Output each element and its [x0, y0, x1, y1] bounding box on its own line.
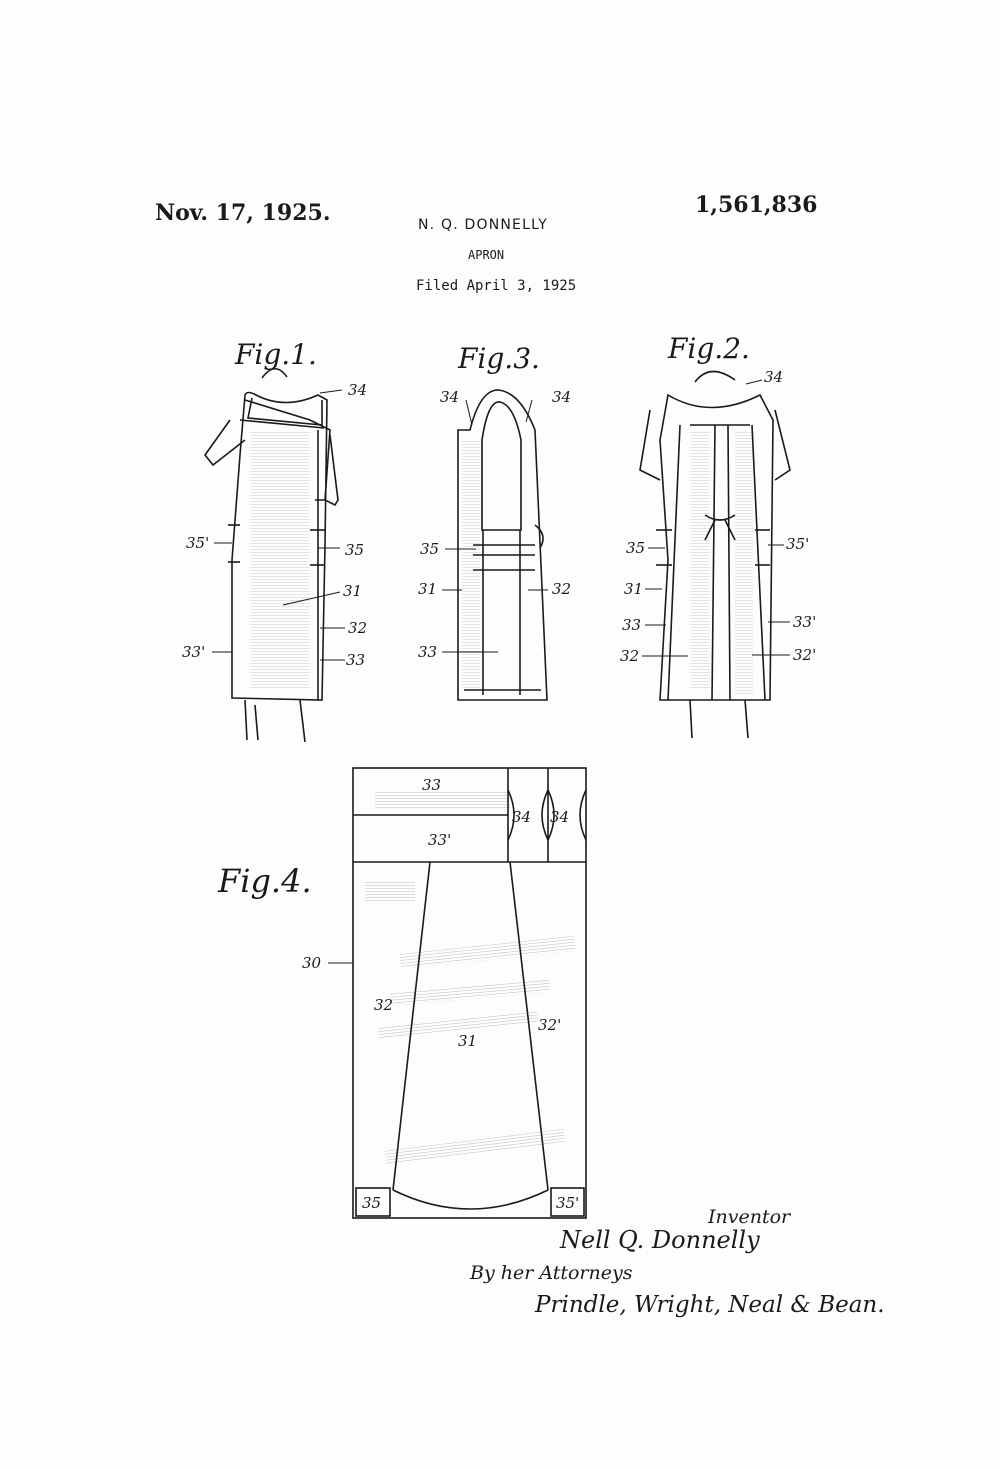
ref-35-fig1: 35	[345, 541, 364, 559]
ref-33p-fig2: 33'	[793, 613, 816, 631]
ref-33p-fig1: 33'	[182, 643, 205, 661]
ref-32p-fig2: 32'	[793, 646, 816, 664]
ref-34a-fig4: 34	[512, 808, 531, 826]
ref-33-fig2: 33	[622, 616, 641, 634]
ref-30-fig4: 30	[302, 954, 322, 972]
ref-33-fig1: 33	[346, 651, 365, 669]
ref-35-fig3: 35	[420, 540, 439, 558]
inventor-name: N. Q. DONNELLY	[418, 217, 548, 233]
ref-31-fig4: 31	[458, 1032, 477, 1050]
ref-33-fig3: 33	[418, 643, 437, 661]
ref-33-fig4: 33	[422, 776, 441, 794]
fig1-drawing	[203, 367, 339, 743]
ref-35-fig4: 35	[362, 1194, 381, 1212]
ref-32-fig1: 32	[348, 619, 367, 637]
ref-32-fig2: 32	[620, 647, 639, 665]
ref-35p-fig1: 35'	[186, 534, 209, 552]
by-attorneys-label: By her Attorneys	[470, 1262, 633, 1284]
ref-34b-fig4: 34	[550, 808, 569, 826]
ref-31-fig2: 31	[624, 580, 643, 598]
ref-33p-fig4: 33'	[428, 831, 451, 849]
fig1-label: Fig.1.	[235, 338, 317, 371]
ref-34-fig2: 34	[764, 368, 783, 386]
inventor-signature: Nell Q. Donnelly	[560, 1226, 760, 1254]
ref-31-fig1: 31	[343, 582, 362, 600]
ref-34b-fig3: 34	[552, 388, 571, 406]
ref-35p-fig4: 35'	[556, 1194, 579, 1212]
ref-34-fig1: 34	[348, 381, 367, 399]
ref-32-fig3: 32	[552, 580, 571, 598]
fig4-label: Fig.4.	[218, 862, 312, 900]
filing-date: Filed April 3, 1925	[416, 278, 577, 294]
fig2-label: Fig.2.	[668, 332, 750, 365]
patent-title: APRON	[468, 248, 505, 262]
ref-32-fig4: 32	[374, 996, 393, 1014]
fig3-drawing	[457, 389, 548, 701]
ref-32p-fig4: 32'	[538, 1016, 561, 1034]
fig2-drawing	[639, 370, 791, 739]
ref-35p-fig2: 35'	[786, 535, 809, 553]
ref-34a-fig3: 34	[440, 388, 459, 406]
attorneys-signature: Prindle, Wright, Neal & Bean.	[535, 1292, 885, 1318]
fig4-hatching	[365, 790, 576, 1165]
ref-35-fig2: 35	[626, 539, 645, 557]
inventor-label: Inventor	[708, 1206, 791, 1228]
ref-31-fig3: 31	[418, 580, 437, 598]
patent-number: 1,561,836	[695, 192, 818, 218]
fig3-label: Fig.3.	[458, 342, 540, 375]
patent-date: Nov. 17, 1925.	[155, 200, 331, 226]
